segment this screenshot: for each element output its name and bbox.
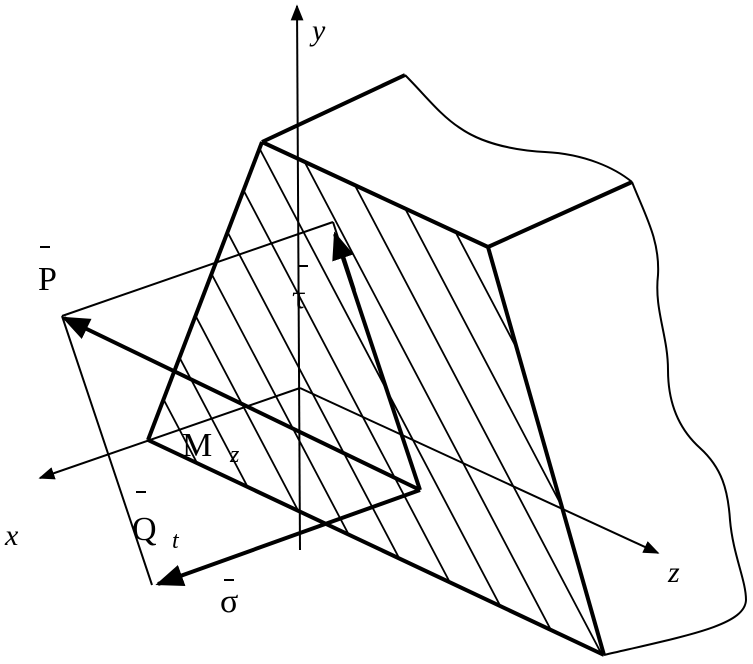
label-q: Q — [132, 511, 157, 548]
section-hatching — [0, 100, 753, 664]
frame-plane-top — [61, 221, 334, 317]
frame-y-axis — [290, 4, 304, 551]
beam-top-front-edge — [261, 140, 489, 249]
hatch-line — [309, 142, 604, 655]
hatch-line — [728, 100, 753, 664]
hatch-line — [148, 142, 193, 655]
frame-plane-left — [61, 315, 153, 586]
frame-z-axis — [299, 387, 660, 554]
hatch-line — [0, 100, 2, 664]
beam-top-right-edge — [487, 180, 633, 249]
hatch-line — [0, 100, 78, 664]
hatch-line — [614, 100, 753, 664]
label-tau: τ — [292, 279, 306, 316]
beam-side-break-line — [603, 181, 748, 656]
hatch-line — [0, 100, 40, 664]
label-moment: M — [182, 427, 212, 464]
hatch-line — [148, 142, 155, 655]
label-q-subscript: t — [172, 528, 180, 554]
label-sigma: σ — [220, 583, 238, 620]
hatch-line — [537, 142, 604, 655]
beam-top-break-line — [404, 74, 633, 183]
hatch-line — [575, 142, 604, 655]
force-vectors — [61, 231, 422, 587]
coordinate-frame — [38, 4, 660, 586]
hatch-line — [0, 100, 116, 664]
beam-body — [146, 73, 748, 657]
hatch-line — [461, 142, 604, 655]
axis-label-y: y — [309, 14, 326, 47]
beam-top-left-edge — [261, 73, 406, 144]
hatch-line — [271, 142, 573, 655]
axis-label-z: z — [667, 556, 680, 589]
beam-left-front-edge — [146, 141, 264, 441]
vector-sigma-arrow — [155, 488, 421, 587]
hatch-line — [157, 142, 459, 655]
hatch-line — [195, 142, 497, 655]
axis-label-x: x — [4, 519, 19, 552]
vector-p-arrow — [61, 316, 421, 492]
hatch-line — [347, 142, 604, 655]
label-moment-subscript: z — [229, 442, 240, 468]
hatch-line — [148, 142, 307, 655]
beam-right-front-edge — [486, 246, 606, 656]
label-p: P — [38, 261, 57, 298]
vector-tau-arrow — [332, 231, 422, 491]
frame-x-axis — [38, 387, 301, 480]
beam-bottom-front-edge — [147, 438, 605, 657]
hatch-line — [385, 142, 604, 655]
